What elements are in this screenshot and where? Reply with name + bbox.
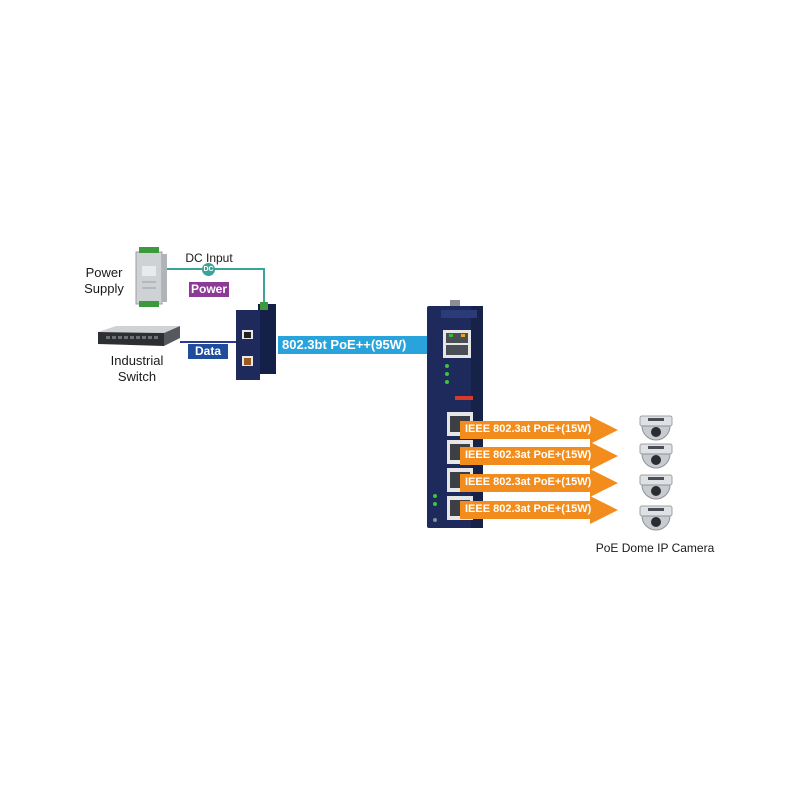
output-arrow-2-shape (460, 442, 618, 470)
uplink-arrow (278, 330, 458, 360)
dome-camera-icon-2 (639, 443, 673, 469)
dome-camera-icon-1 (639, 415, 673, 441)
data-tag: Data (188, 344, 228, 359)
output-label-4: IEEE 802.3at PoE+(15W) (465, 503, 592, 515)
output-arrow-1-shape (460, 416, 618, 444)
industrial-switch-label: Industrial Switch (110, 353, 164, 384)
output-arrow-4-shape (460, 496, 618, 524)
uplink-label: 802.3bt PoE++(95W) (282, 337, 407, 352)
output-label-2: IEEE 802.3at PoE+(15W) (465, 449, 592, 461)
output-arrow-2: IEEE 802.3at PoE+(15W) (460, 442, 620, 470)
industrial-switch-icon (98, 326, 180, 346)
poe-injector-device (236, 302, 276, 380)
power-supply-icon (135, 247, 167, 307)
output-arrow-3-shape (460, 469, 618, 497)
output-arrow-4: IEEE 802.3at PoE+(15W) (460, 496, 620, 524)
power-supply-label: Power Supply (84, 265, 124, 296)
dome-camera-icon-3 (639, 474, 673, 500)
output-label-1: IEEE 802.3at PoE+(15W) (465, 423, 592, 435)
dome-camera-icon-4 (639, 505, 673, 531)
power-tag: Power (189, 282, 229, 297)
output-arrow-3: IEEE 802.3at PoE+(15W) (460, 469, 620, 497)
output-label-3: IEEE 802.3at PoE+(15W) (465, 476, 592, 488)
dc-input-label: DC Input (185, 251, 233, 265)
dc-badge: DC (202, 263, 215, 276)
camera-caption: PoE Dome IP Camera (595, 541, 715, 555)
output-arrow-1: IEEE 802.3at PoE+(15W) (460, 416, 620, 444)
dc-input-line (165, 268, 265, 302)
